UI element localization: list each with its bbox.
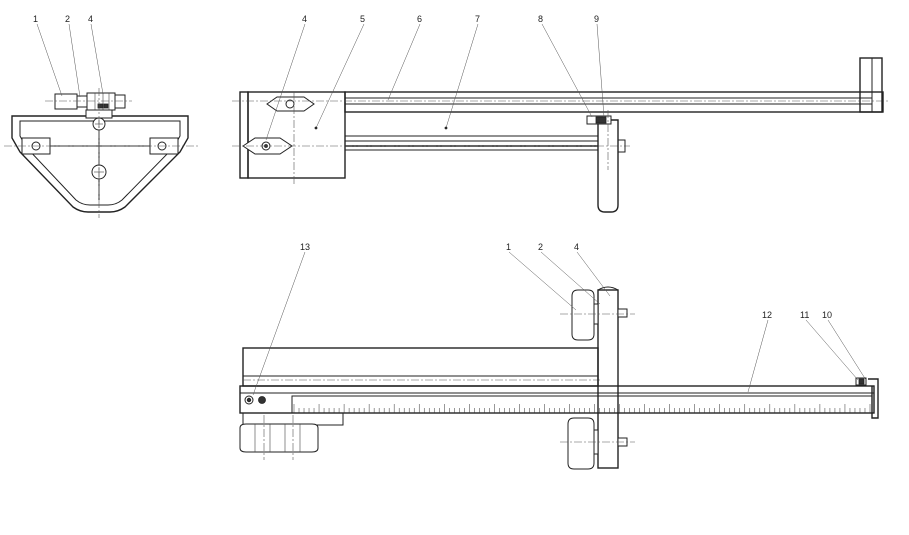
side-view-screw xyxy=(258,396,266,404)
side-view-slider-post xyxy=(597,289,619,469)
plan-view: 4 5 6 7 8 9 xyxy=(232,14,890,213)
callout-t-9: 9 xyxy=(594,14,599,24)
callout-t-6: 6 xyxy=(417,14,422,24)
plan-view-end-stop xyxy=(859,57,883,113)
callout-tl-2: 2 xyxy=(65,14,70,24)
callout-t-8: 8 xyxy=(538,14,543,24)
callout-b-1: 1 xyxy=(506,242,511,252)
plan-view-upper-rail xyxy=(344,91,884,113)
callout-t-5: 5 xyxy=(360,14,365,24)
callout-b-11: 11 xyxy=(800,310,809,320)
callout-tl-1: 1 xyxy=(33,14,38,24)
side-view-ruler-bar xyxy=(239,385,875,414)
side-view-bottom-knob xyxy=(239,423,319,453)
callout-b-13: 13 xyxy=(300,242,310,252)
callout-b-10: 10 xyxy=(822,310,832,320)
callout-t-4: 4 xyxy=(302,14,307,24)
end-view-knob xyxy=(54,93,78,110)
callout-b-4: 4 xyxy=(574,242,579,252)
plan-view-body xyxy=(247,91,346,179)
callout-b-2: 2 xyxy=(538,242,543,252)
side-view: 13 1 2 4 12 11 10 xyxy=(239,242,879,470)
callout-t-7: 7 xyxy=(475,14,480,24)
side-view-top-knob xyxy=(571,289,595,341)
end-view: 1 2 4 xyxy=(4,14,198,218)
side-view-lower-knob xyxy=(567,417,595,470)
side-view-end-stop xyxy=(868,378,879,419)
plan-view-clamp-upper xyxy=(266,96,315,112)
end-view-bracket xyxy=(11,115,189,213)
callout-b-12: 12 xyxy=(762,310,772,320)
ruler-ticks xyxy=(293,404,871,413)
plan-view-slider xyxy=(597,119,619,213)
callout-tl-4: 4 xyxy=(88,14,93,24)
